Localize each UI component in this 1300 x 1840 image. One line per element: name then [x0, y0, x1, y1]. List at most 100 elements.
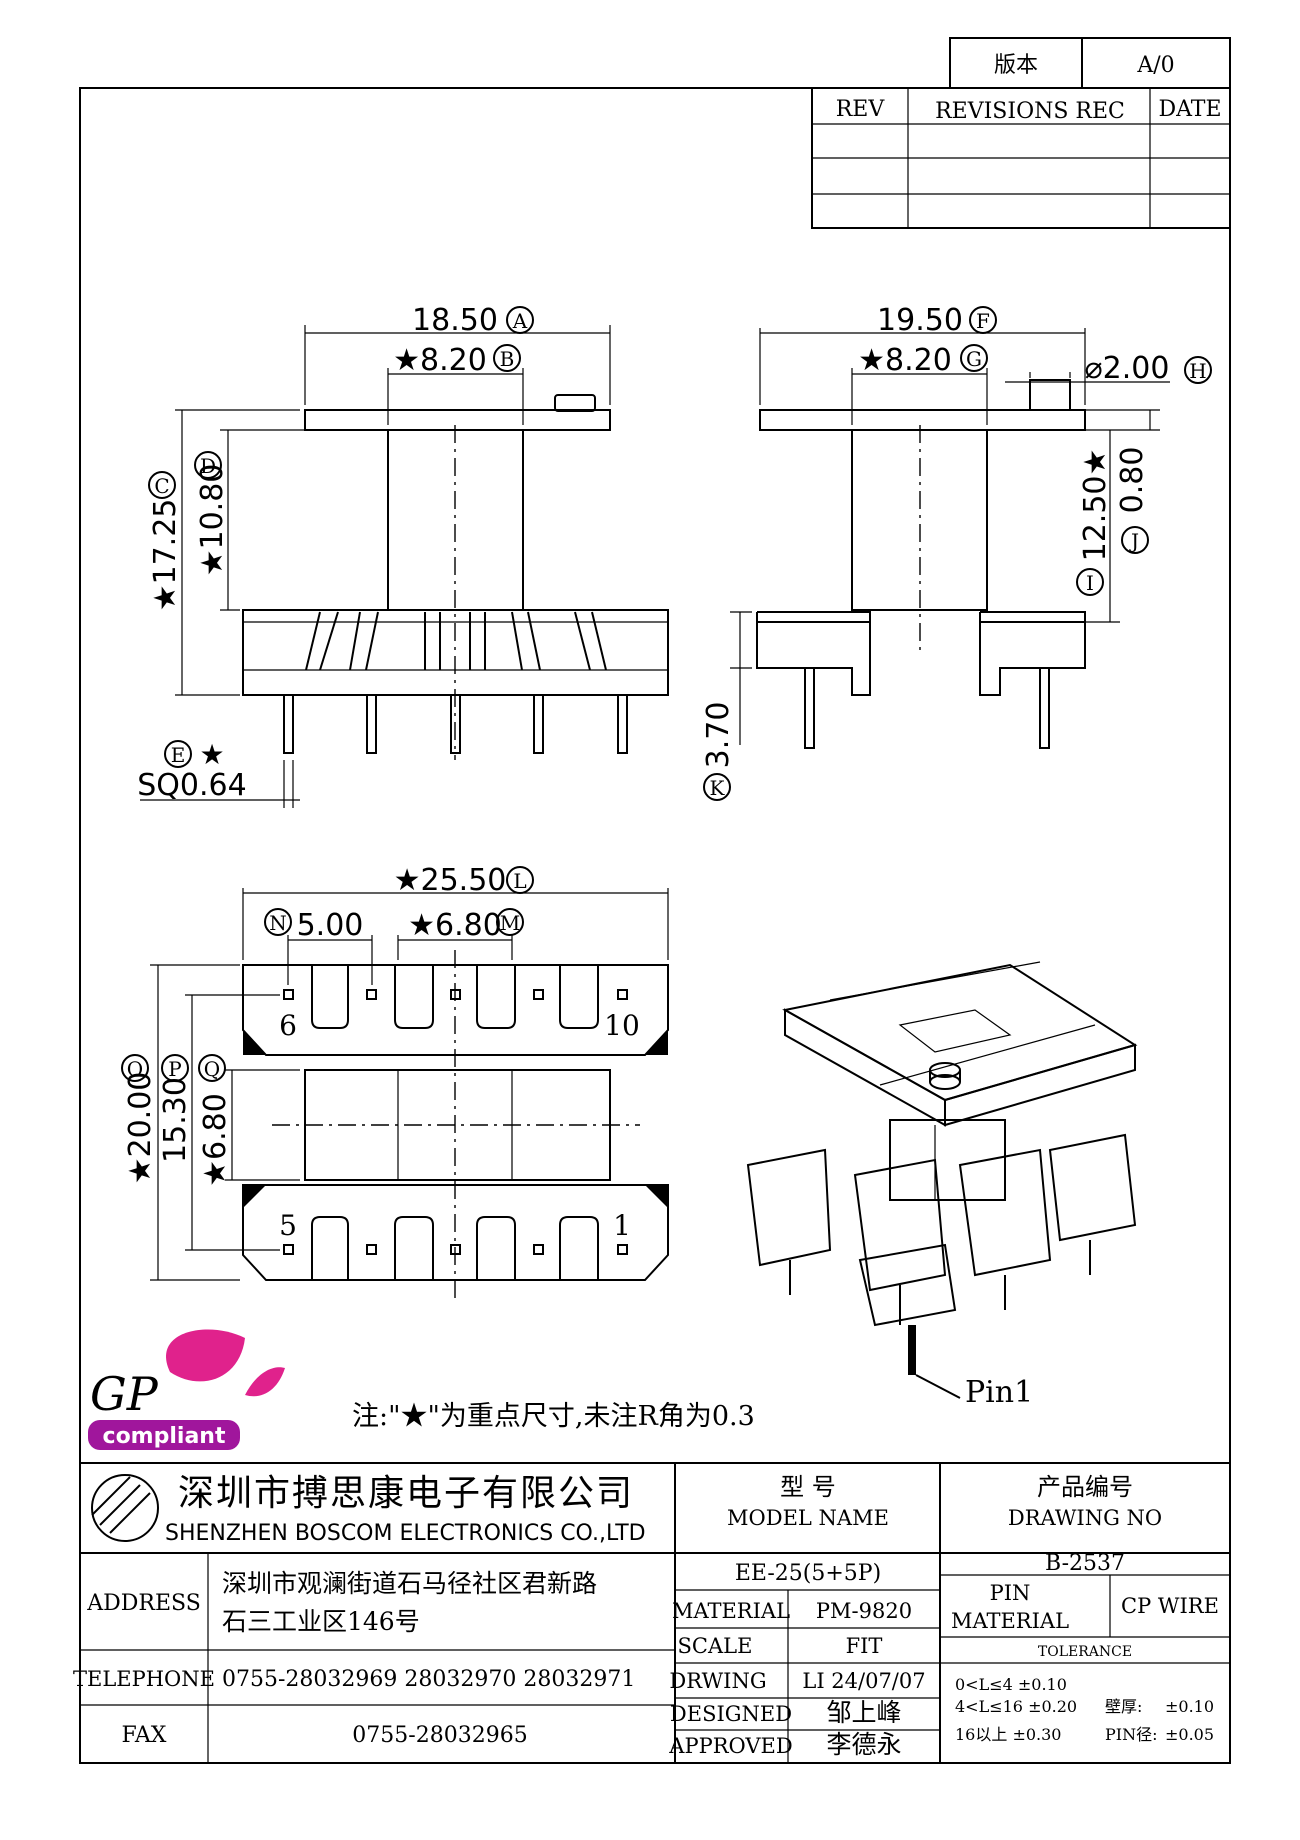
version-label: 版本 — [994, 53, 1038, 78]
svg-text:D: D — [200, 454, 216, 478]
svg-text:C: C — [154, 474, 169, 498]
gp-text: GP — [90, 1367, 159, 1421]
marker-q: Q — [198, 1054, 226, 1082]
isometric-view — [746, 961, 1138, 1399]
marker-m: M — [496, 908, 524, 936]
version-value: A/0 — [1136, 53, 1174, 78]
dim-m: ★6.80 — [408, 908, 502, 943]
marker-d: D — [194, 451, 222, 479]
revisions-rec-header: REVISIONS REC — [935, 99, 1125, 124]
dim-b: ★8.20 — [393, 343, 487, 378]
pin-material-label-2: MATERIAL — [951, 1609, 1069, 1633]
marker-i: I — [1076, 568, 1104, 596]
svg-text:J: J — [1129, 529, 1139, 553]
dim-q: ★6.80 — [198, 1093, 233, 1187]
address-label: ADDRESS — [86, 1591, 201, 1616]
material-label: MATERIAL — [672, 1599, 790, 1623]
gp-compliant-logo: GP compliant — [88, 1329, 285, 1450]
designed-label: DESIGNED — [670, 1702, 792, 1726]
wall-label: 壁厚: — [1105, 1697, 1142, 1716]
pin-material-label-1: PIN — [990, 1581, 1031, 1605]
approved-label: APPROVED — [668, 1734, 792, 1758]
marker-l: L — [506, 866, 534, 894]
dim-j: 0.80 — [1115, 447, 1150, 514]
pin-number-5: 5 — [279, 1209, 297, 1242]
scale-label: SCALE — [678, 1634, 753, 1658]
dim-g: ★8.20 — [858, 343, 952, 378]
pin-tol-value: ±0.05 — [1165, 1725, 1214, 1744]
svg-text:O: O — [127, 1057, 143, 1081]
svg-text:I: I — [1086, 571, 1094, 595]
rev-header: REV — [836, 97, 886, 122]
sheet-border — [79, 87, 1231, 1764]
svg-text:H: H — [1189, 359, 1206, 383]
dim-a: 18.50 — [412, 303, 498, 338]
telephone-label: TELEPHONE — [73, 1667, 215, 1691]
material-value: PM-9820 — [816, 1599, 912, 1623]
revision-table: REV REVISIONS REC DATE — [811, 87, 1231, 229]
address-line1: 深圳市观澜街道石马径社区君新路 — [222, 1569, 597, 1598]
marker-a: A — [506, 306, 534, 334]
drawing-label-en: DRAWING NO — [1008, 1506, 1162, 1530]
drawing-label-cn: 产品编号 — [1037, 1473, 1133, 1501]
designed-value: 邹上峰 — [826, 1698, 901, 1727]
dim-i: 12.50★ — [1078, 449, 1113, 562]
drawing-value: B-2537 — [1045, 1551, 1125, 1576]
bottom-view: 6 10 5 1 ★25.50 5.00 ★6.80 ★20.00 15.30 … — [123, 863, 669, 1300]
pin-tol-label: PIN径: — [1105, 1725, 1157, 1744]
dim-l: ★25.50 — [394, 863, 507, 898]
tolerance-row3: 16以上 ±0.30 — [955, 1725, 1061, 1744]
dim-p: 15.30 — [158, 1077, 193, 1163]
tolerance-row1: 0<L≤4 ±0.10 — [955, 1675, 1067, 1694]
telephone-value: 0755-28032969 28032970 28032971 — [222, 1667, 635, 1692]
pin1-label: Pin1 — [965, 1375, 1033, 1410]
pin-number-10: 10 — [604, 1009, 640, 1042]
model-label-en: MODEL NAME — [727, 1506, 889, 1530]
marker-g: G — [960, 344, 988, 372]
model-label-cn: 型 号 — [780, 1473, 836, 1501]
dim-e: SQ0.64 — [137, 768, 246, 803]
svg-text:G: G — [966, 347, 982, 371]
drwing-label: DRWING — [669, 1669, 766, 1693]
company-name-cn: 深圳市搏思康电子有限公司 — [178, 1473, 634, 1514]
e-star: ★ — [199, 738, 224, 771]
date-header: DATE — [1158, 97, 1221, 122]
dim-h: ⌀2.00 — [1085, 351, 1170, 386]
dim-n: 5.00 — [297, 908, 364, 943]
note-text: 注:"★"为重点尺寸,未注R角为0.3 — [352, 1401, 755, 1432]
svg-text:M: M — [500, 911, 520, 935]
model-value: EE-25(5+5P) — [735, 1561, 881, 1586]
marker-e: E — [164, 740, 192, 768]
title-block: 深圳市搏思康电子有限公司 SHENZHEN BOSCOM ELECTRONICS… — [73, 1462, 1230, 1763]
pin-number-1: 1 — [613, 1209, 631, 1242]
tolerance-row2: 4<L≤16 ±0.20 — [955, 1697, 1077, 1716]
drwing-value: LI 24/07/07 — [802, 1669, 925, 1693]
scale-value: FIT — [846, 1634, 883, 1658]
dim-d: ★10.80 — [195, 464, 230, 577]
pin-number-6: 6 — [279, 1009, 297, 1042]
side-view: 19.50 ★8.20 ⌀2.00 12.50★ 0.80 3.70 — [701, 303, 1170, 768]
marker-j: J — [1121, 526, 1149, 554]
svg-text:K: K — [710, 776, 726, 800]
compliant-text: compliant — [103, 1424, 226, 1449]
marker-f: F — [969, 306, 997, 334]
marker-p: P — [161, 1054, 189, 1082]
dim-f: 19.50 — [877, 303, 963, 338]
marker-o: O — [121, 1054, 149, 1082]
address-line2: 石三工业区146号 — [222, 1607, 420, 1636]
marker-n: N — [264, 908, 292, 936]
svg-text:Q: Q — [204, 1057, 220, 1081]
dim-o: ★20.00 — [123, 1072, 158, 1185]
fax-label: FAX — [122, 1723, 167, 1748]
svg-text:N: N — [269, 911, 287, 935]
svg-text:A: A — [512, 309, 528, 333]
fax-value: 0755-28032965 — [352, 1723, 527, 1748]
marker-b: B — [493, 344, 521, 372]
dim-c: ★17.25 — [148, 499, 183, 612]
marker-k: K — [703, 773, 731, 801]
svg-text:L: L — [513, 869, 526, 893]
tolerance-title: TOLERANCE — [1038, 1644, 1132, 1660]
svg-text:E: E — [171, 743, 186, 767]
dim-k: 3.70 — [701, 702, 736, 769]
